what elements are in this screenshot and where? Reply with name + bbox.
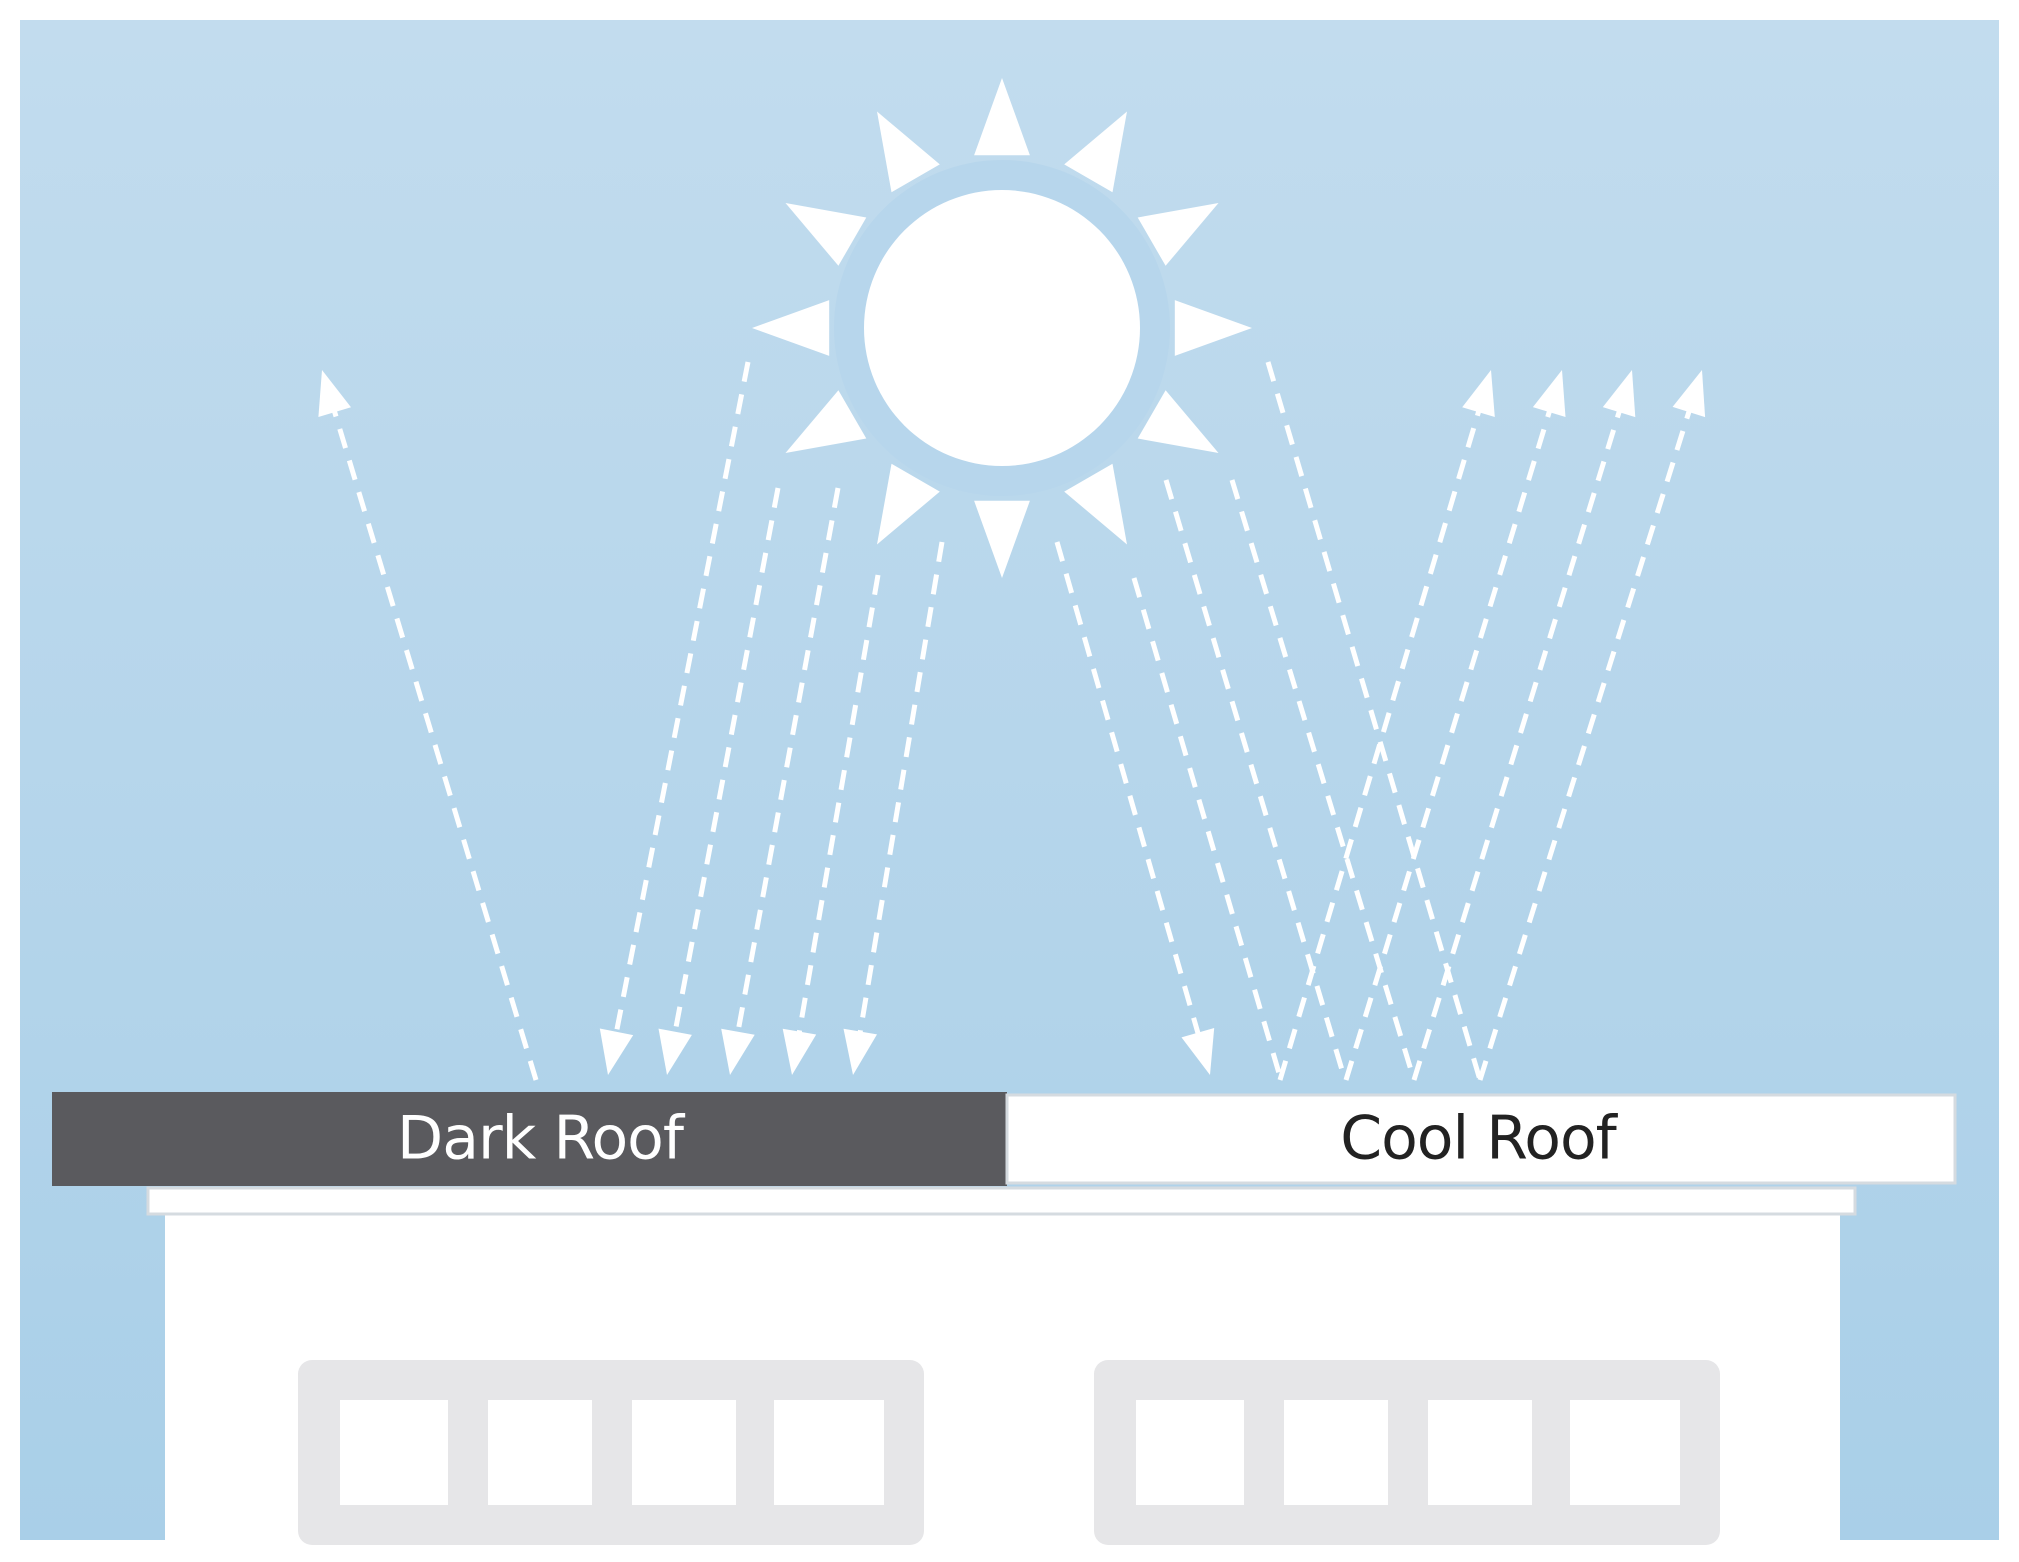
building	[146, 1186, 1857, 1545]
dark-roof-surface	[52, 1092, 1007, 1186]
arrowhead-icon	[1462, 370, 1495, 417]
radiation-ray	[1131, 577, 1284, 1081]
window-pane	[632, 1400, 736, 1505]
window-frame	[1094, 1360, 1720, 1545]
radiation-ray	[1163, 479, 1348, 1081]
cool-roof-surface	[1005, 1093, 1957, 1185]
sun-ray-triangle	[1174, 300, 1252, 356]
arrowhead-icon	[1672, 370, 1706, 418]
radiation-ray	[734, 487, 841, 1039]
radiation-ray	[795, 574, 881, 1039]
cool-roof-label: Cool Roof	[1340, 1104, 1618, 1174]
sun-ray-triangle	[1064, 111, 1127, 193]
window-pane	[774, 1400, 884, 1505]
window-frame	[298, 1360, 924, 1545]
window-pane	[488, 1400, 592, 1505]
sun-ray-triangle	[785, 390, 867, 453]
window-group-left	[298, 1360, 924, 1545]
arrowhead-icon	[782, 1028, 817, 1075]
radiation-ray	[1265, 361, 1483, 1081]
radiation-ray	[1343, 405, 1554, 1081]
window-pane	[1284, 1400, 1388, 1505]
window-pane	[1136, 1400, 1244, 1505]
sun-ray-triangle	[877, 463, 940, 545]
arrowhead-icon	[721, 1028, 755, 1075]
sun-ray-triangle	[1064, 463, 1127, 545]
sun-ray-triangle	[752, 300, 830, 356]
arrowhead-icon	[1602, 370, 1636, 418]
window-pane	[1428, 1400, 1532, 1505]
radiation-ray	[1229, 479, 1417, 1081]
radiation-ray	[856, 541, 945, 1039]
sun-icon	[752, 78, 1252, 578]
arrowhead-icon	[599, 1028, 634, 1075]
sun-ray-triangle	[785, 203, 867, 266]
sun-ray-triangle	[974, 78, 1030, 156]
radiation-ray	[1277, 405, 1483, 1081]
sun-rays	[752, 78, 1252, 578]
radiation-ray	[330, 405, 539, 1081]
sun-disc	[864, 190, 1140, 466]
sun-ray-triangle	[1137, 203, 1219, 266]
dark-roof-label: Dark Roof	[397, 1104, 686, 1174]
radiation-ray	[612, 361, 751, 1039]
sun-ray-triangle	[1137, 390, 1219, 453]
window-pane	[340, 1400, 448, 1505]
radiation-ray	[1054, 541, 1203, 1040]
sun-ray-triangle	[877, 111, 940, 193]
radiation-arrows	[318, 361, 1706, 1081]
roof-parapet	[146, 1186, 1857, 1216]
arrowhead-icon	[658, 1028, 692, 1075]
radiation-ray	[1411, 405, 1624, 1081]
arrowhead-icon	[1181, 1028, 1215, 1075]
arrowhead-icon	[843, 1028, 877, 1075]
sun-ray-triangle	[974, 500, 1030, 578]
arrowhead-icon	[318, 370, 351, 417]
dark-roof: Dark Roof	[52, 1092, 1007, 1186]
window-group-right	[1094, 1360, 1720, 1545]
window-pane	[1570, 1400, 1680, 1505]
radiation-ray	[671, 487, 781, 1039]
radiation-ray	[1477, 404, 1694, 1081]
arrowhead-icon	[1532, 370, 1566, 417]
cool-roof: Cool Roof	[1005, 1093, 1957, 1185]
